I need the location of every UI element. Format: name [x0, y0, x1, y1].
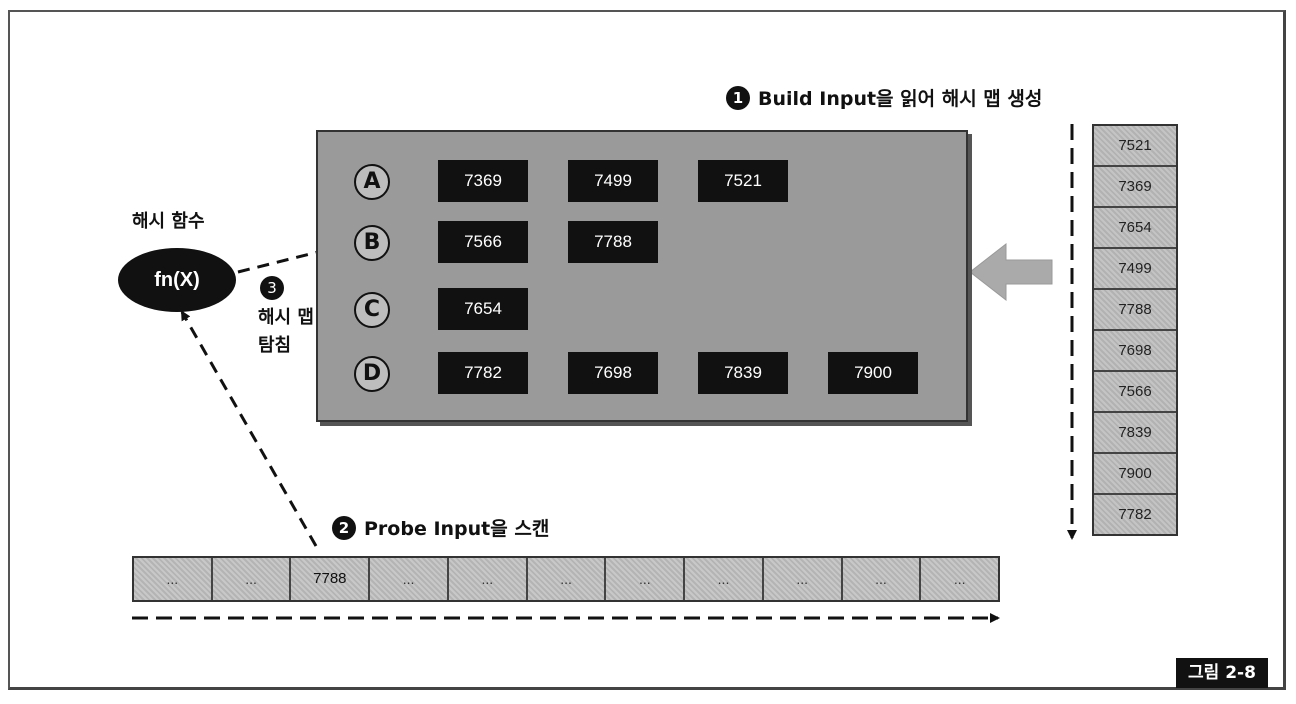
chain-node: 7782 [438, 352, 528, 394]
chain-node: 7521 [698, 160, 788, 202]
step3-line2: 탐침 [258, 335, 292, 356]
probe-cell: ... [685, 558, 764, 600]
step1-caption: 1 Build Input을 읽어 해시 맵 생성 [726, 84, 1042, 111]
hash-input-arrow [180, 310, 318, 547]
probe-cell: ... [527, 558, 607, 600]
hash-function-title: 해시 함수 [132, 211, 205, 232]
hash-map: A B C D 7369 7499 7521 7566 7788 7654 77… [316, 130, 968, 422]
chain-node: 7839 [698, 352, 788, 394]
build-row: 7788 [1094, 290, 1176, 331]
probe-cell: ... [842, 558, 922, 600]
probe-cell: ... [921, 558, 999, 600]
chain-node: 7499 [568, 160, 658, 202]
step3-line1: 해시 맵 [258, 307, 314, 328]
build-row: 7566 [1094, 372, 1176, 413]
build-row: 7782 [1094, 495, 1176, 534]
build-row: 7654 [1094, 208, 1176, 249]
step3-caption: 3 해시 맵 탐침 [258, 276, 314, 360]
probe-input: ... ... 7788 ... ... ... ... ... ... ...… [132, 556, 1000, 602]
probe-cell: ... [212, 558, 292, 600]
bucket-a: A [354, 164, 390, 200]
build-row: 7900 [1094, 454, 1176, 495]
bucket-c: C [354, 292, 390, 328]
chain-node: 7788 [568, 221, 658, 263]
build-row: 7499 [1094, 249, 1176, 290]
figure-frame [8, 10, 1286, 690]
chain-node: 7654 [438, 288, 528, 330]
build-row: 7839 [1094, 413, 1176, 454]
chain-node: 7566 [438, 221, 528, 263]
step1-text: Build Input을 읽어 해시 맵 생성 [758, 88, 1043, 110]
build-input: 7521 7369 7654 7499 7788 7698 7566 7839 … [1092, 124, 1178, 536]
bucket-d: D [354, 356, 390, 392]
hash-function: fn(X) [118, 248, 236, 312]
step1-number: 1 [726, 85, 750, 110]
probe-cell: ... [763, 558, 843, 600]
step2-number: 2 [332, 515, 356, 540]
build-row: 7698 [1094, 331, 1176, 372]
chain-node: 7900 [828, 352, 918, 394]
step2-caption: 2 Probe Input을 스캔 [332, 514, 549, 541]
probe-cell: ... [448, 558, 528, 600]
figure-label: 그림 2-8 [1176, 658, 1268, 688]
bucket-b: B [354, 225, 390, 261]
build-row: 7369 [1094, 167, 1176, 208]
step3-number: 3 [260, 276, 284, 300]
chain-node: 7369 [438, 160, 528, 202]
probe-cell: ... [370, 558, 449, 600]
build-row: 7521 [1094, 126, 1176, 167]
step2-text: Probe Input을 스캔 [364, 518, 550, 540]
build-into-map-arrow [969, 242, 1053, 302]
probe-cell: ... [134, 558, 213, 600]
probe-cell-current: 7788 [291, 558, 371, 600]
chain-node: 7698 [568, 352, 658, 394]
probe-cell: ... [606, 558, 686, 600]
